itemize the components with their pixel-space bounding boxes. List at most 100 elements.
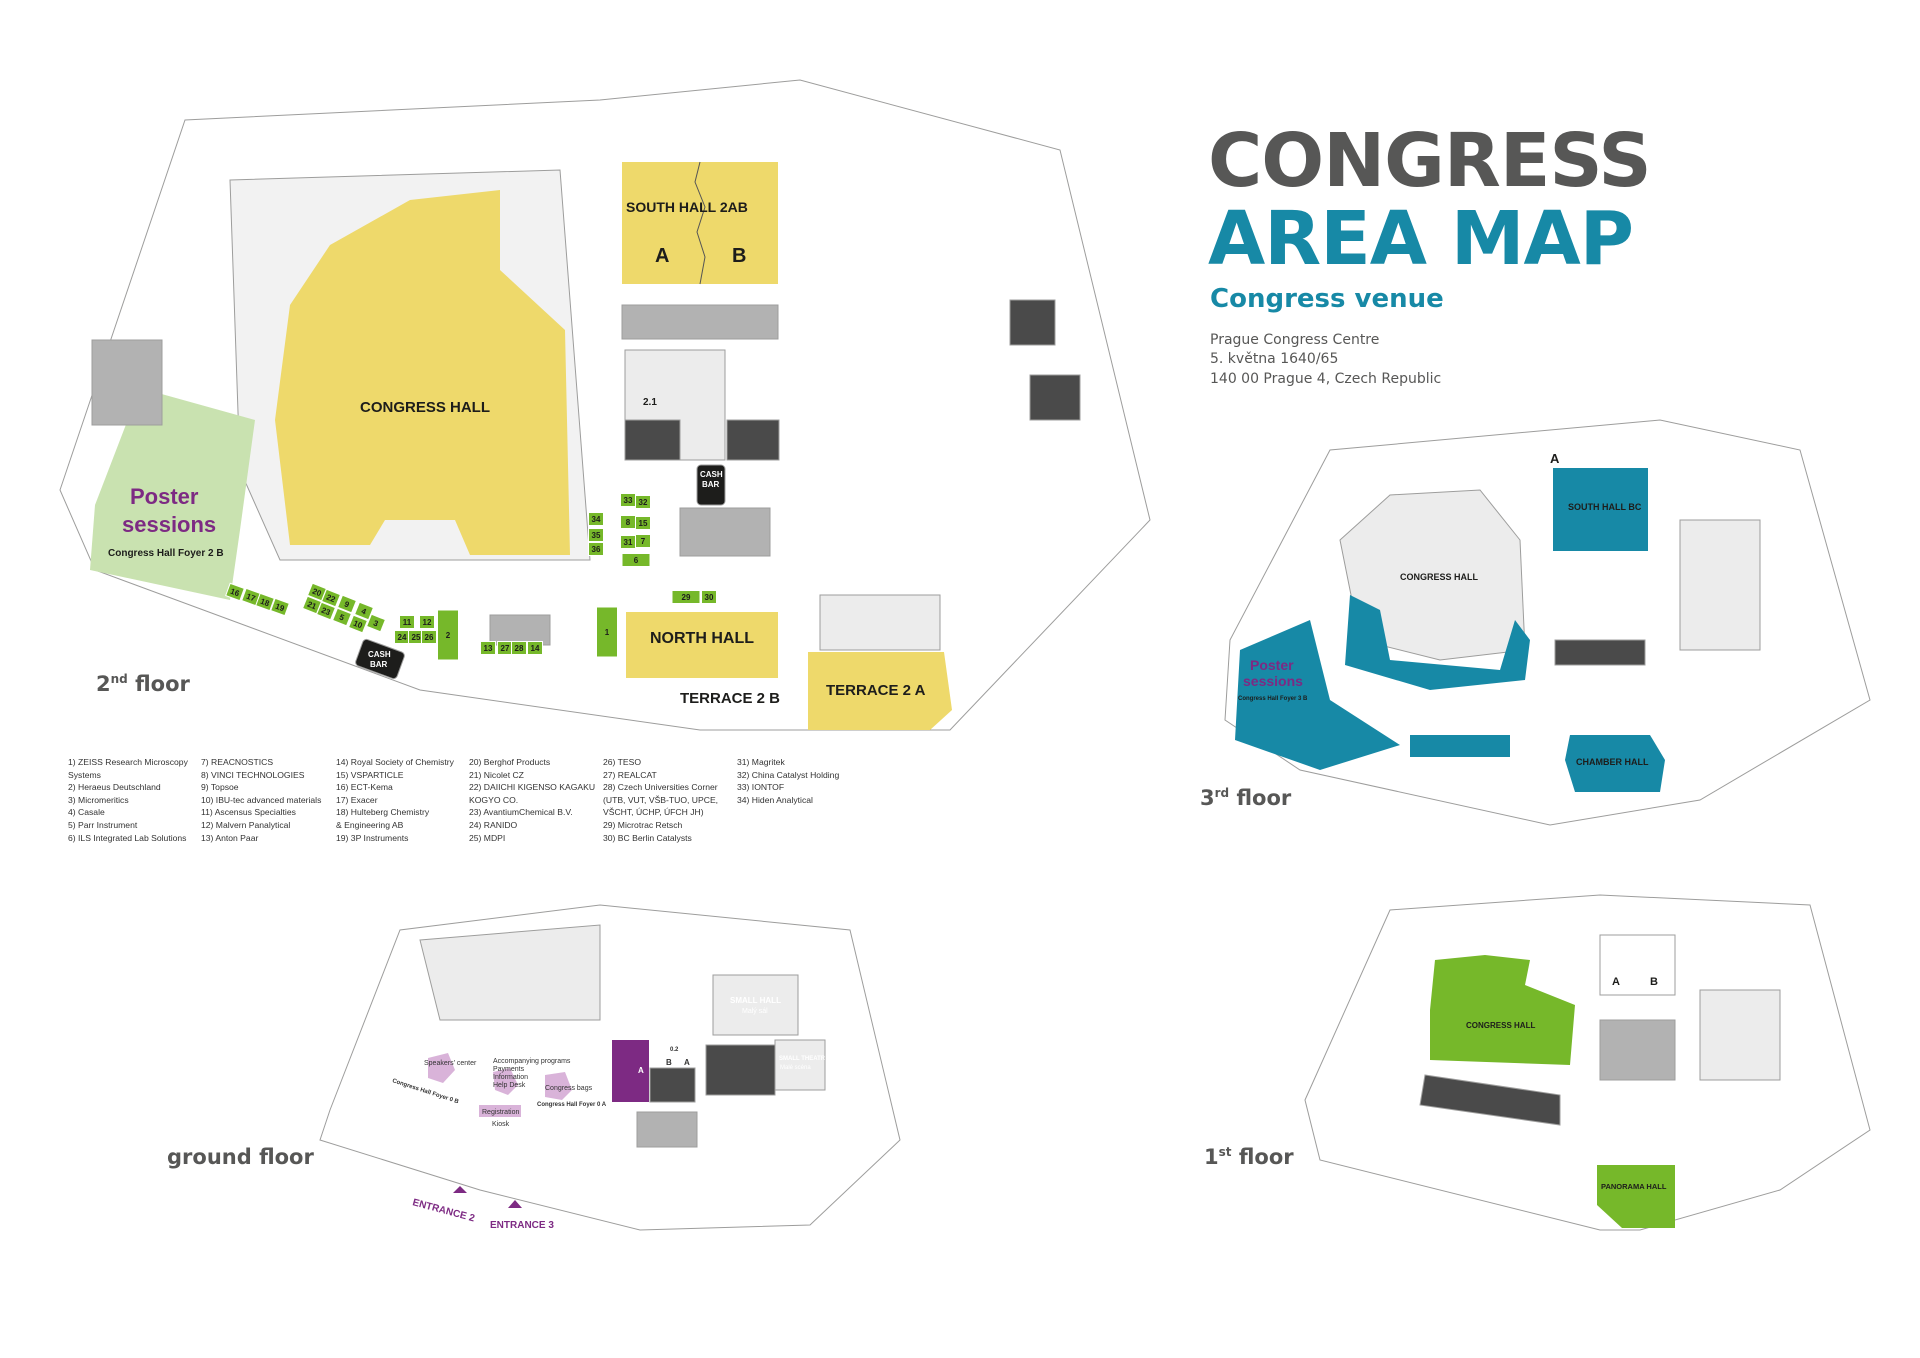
first-congress-hall[interactable] [1430, 955, 1575, 1065]
panorama-hall[interactable] [1597, 1165, 1675, 1228]
terrace-2a-label: TERRACE 2 A [826, 682, 926, 699]
south-hall-bc[interactable] [1553, 468, 1648, 551]
legend-item: 3) Micromeritics [68, 794, 129, 805]
booth-24[interactable]: 24 [394, 630, 410, 644]
booth-8[interactable]: 8 [620, 515, 636, 529]
entrance-3-arrow[interactable] [508, 1200, 522, 1208]
congress-hall-2[interactable] [275, 190, 570, 555]
booth-27[interactable]: 27 [497, 641, 513, 655]
legend-item: 24) RANIDO [469, 819, 518, 830]
ground-info-desk [649, 1067, 696, 1103]
booth-15[interactable]: 15 [635, 516, 651, 530]
booth-33[interactable]: 33 [620, 493, 636, 507]
booth-26[interactable]: 26 [421, 630, 437, 644]
booth-number: 11 [403, 618, 412, 627]
terrace-2b-label: TERRACE 2 B [680, 690, 780, 707]
first-gallery [1419, 1074, 1561, 1126]
booth-29[interactable]: 29 [671, 590, 701, 604]
booth-18[interactable]: 18 [255, 592, 275, 612]
third-balcony[interactable] [1345, 595, 1530, 690]
booth-1[interactable]: 1 [596, 606, 618, 658]
booth-number: 34 [592, 515, 601, 524]
booth-rect [437, 609, 459, 661]
booth-12[interactable]: 12 [419, 615, 435, 629]
registration-label: Registration [482, 1109, 519, 1116]
booth-number: 20 [311, 587, 323, 599]
first-congress-hall-label: CONGRESS HALL [1466, 1021, 1535, 1030]
booth-28[interactable]: 28 [511, 641, 527, 655]
address-line-2: 5. května 1640/65 [1210, 351, 1339, 367]
entrance-2-label[interactable]: ENTRANCE 2 [411, 1197, 476, 1224]
booth-32[interactable]: 32 [635, 495, 651, 509]
booth-number: 26 [425, 633, 434, 642]
poster-sessions-area[interactable] [90, 388, 255, 600]
booth-number: 17 [245, 592, 257, 604]
booth-16[interactable]: 16 [225, 582, 245, 602]
legend-item: 28) Czech Universities Corner (UTB, VUT,… [603, 782, 719, 818]
booth-number: 25 [412, 633, 421, 642]
booth-number: 33 [624, 496, 633, 505]
booth-36[interactable]: 36 [588, 542, 604, 556]
second-floor-label: 2nd floor [96, 672, 190, 696]
booth-5[interactable]: 5 [331, 607, 353, 627]
booth-31[interactable]: 31 [620, 535, 636, 549]
ground-room-k-a[interactable] [612, 1040, 649, 1102]
booth-14[interactable]: 14 [527, 641, 543, 655]
entrance-2-arrow[interactable] [453, 1186, 467, 1193]
svg-text:CASH: CASH [700, 470, 723, 479]
legend-item: 18) Hulteberg Chemistry & Engineering AB [336, 807, 430, 830]
kiosk-label: Kiosk [492, 1121, 510, 1128]
legend-item: 21) Nicolet CZ [469, 769, 524, 780]
ground-small-hall[interactable] [712, 974, 799, 1036]
booth-30[interactable]: 30 [701, 590, 717, 604]
west-block [91, 339, 163, 426]
booth-4[interactable]: 4 [353, 601, 375, 621]
booth-2[interactable]: 2 [437, 609, 459, 661]
booth-13[interactable]: 13 [480, 641, 496, 655]
third-poster-sessions[interactable] [1235, 620, 1400, 770]
booth-35[interactable]: 35 [588, 528, 604, 542]
booth-17[interactable]: 17 [241, 587, 261, 607]
third-restrooms [1554, 639, 1646, 666]
panorama-hall-label: PANORAMA HALL [1601, 1182, 1667, 1191]
booth-7[interactable]: 7 [635, 534, 651, 548]
booth-25[interactable]: 25 [408, 630, 424, 644]
booth-34[interactable]: 34 [588, 512, 604, 526]
north-hall[interactable] [626, 612, 778, 678]
first-room-ab[interactable] [1599, 934, 1676, 996]
ground-small-theatre[interactable] [774, 1039, 826, 1091]
first-room-a: A [1612, 976, 1620, 988]
first-floor-label: 1st floor [1204, 1145, 1294, 1169]
booth-rect [399, 615, 415, 629]
legend-item: 32) China Catalyst Holding [737, 769, 840, 780]
chamber-hall[interactable] [1565, 735, 1665, 792]
terrace-2a[interactable] [808, 652, 952, 730]
ground-floor-label: ground floor [167, 1145, 314, 1169]
legend-item: 30) BC Berlin Catalysts [603, 832, 692, 843]
booth-rect [635, 516, 651, 530]
booth-9[interactable]: 9 [336, 594, 358, 614]
booth-3[interactable]: 3 [365, 613, 387, 633]
booth-number: 12 [423, 618, 432, 627]
booth-6[interactable]: 6 [621, 553, 651, 567]
south-hall-label: SOUTH HALL 2AB [626, 199, 748, 215]
svg-text:BAR: BAR [370, 660, 388, 669]
booth-rect [270, 597, 290, 617]
booth-23[interactable]: 23 [315, 601, 337, 621]
booth-rect [225, 582, 245, 602]
booth-11[interactable]: 11 [399, 615, 415, 629]
third-foyer-label: Congress Hall Foyer 3 B [1238, 696, 1308, 702]
booth-22[interactable]: 22 [320, 588, 342, 608]
booth-10[interactable]: 10 [347, 614, 369, 634]
booth-number: 28 [515, 644, 524, 653]
booth-number: 3 [372, 618, 380, 628]
booth-number: 24 [398, 633, 407, 642]
entrance-3-label[interactable]: ENTRANCE 3 [490, 1220, 554, 1231]
registration-marker [479, 1105, 521, 1117]
booth-19[interactable]: 19 [270, 597, 290, 617]
poster-label-2: sessions [122, 512, 216, 537]
